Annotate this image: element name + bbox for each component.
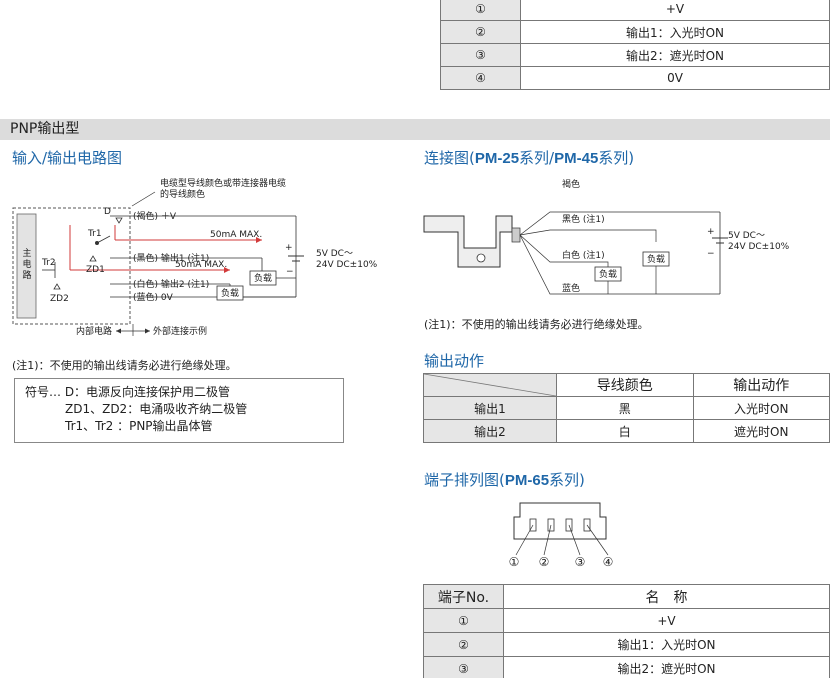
io-circuit-diagram: 电缆型导线颜色或带连接器电缆 的导线颜色 主电路 D Tr1 Tr2 ZD1 Z… bbox=[12, 177, 378, 337]
supply-line1: 5V DC～ bbox=[316, 249, 353, 259]
connection-heading: 连接图(PM-25系列/PM-45系列) bbox=[424, 149, 635, 167]
pin-number: ② bbox=[440, 20, 521, 44]
tr2-label: Tr2 bbox=[41, 258, 56, 268]
pin-name: +V bbox=[520, 0, 830, 21]
header-output-action: 输出动作 bbox=[692, 373, 830, 397]
legend-row-2: ZD1、ZD2：电涌吸收齐纳二极管 bbox=[65, 402, 248, 416]
pin-number: ④ bbox=[440, 66, 521, 90]
section-title-bar: PNP输出型 bbox=[0, 119, 830, 140]
load1-label: 负载 bbox=[254, 272, 272, 284]
terminal-heading: 端子排列图(PM-65系列) bbox=[424, 471, 585, 489]
legend-row-1: 符号… D：电源反向连接保护用二极管 bbox=[25, 385, 231, 399]
io-circuit-heading: 输入/输出电路图 bbox=[12, 149, 123, 167]
row-color: 黑 bbox=[556, 396, 694, 420]
table-row: 输出2 白 遮光时ON bbox=[423, 419, 830, 443]
max1-label: 50mA MAX. bbox=[210, 230, 262, 240]
terminal-pin-4: ④ bbox=[603, 555, 614, 569]
table-header-row: 端子No. 名 称 bbox=[423, 584, 830, 609]
tr1-label: Tr1 bbox=[87, 229, 102, 239]
svg-text:+: + bbox=[707, 227, 715, 237]
row-action: 入光时ON bbox=[692, 396, 830, 420]
pin-name: 输出1：入光时ON bbox=[520, 20, 830, 44]
wire-white-label: (白色) 输出2 (注1) bbox=[133, 278, 209, 290]
wire-black-label: (黑色) 输出1 (注1) bbox=[133, 252, 209, 264]
external-label: 外部连接示例 bbox=[153, 325, 207, 337]
table-row: ①+V bbox=[423, 608, 830, 633]
conn-wire-white: 白色 (注1) bbox=[562, 249, 605, 261]
sensor-body bbox=[423, 215, 513, 268]
pin-number: ① bbox=[423, 608, 504, 633]
header-name: 名 称 bbox=[503, 584, 830, 609]
conn-wire-blue: 蓝色 bbox=[562, 282, 580, 294]
terminal-pin-3: ③ bbox=[575, 555, 586, 569]
terminal-pin-2: ② bbox=[539, 555, 550, 569]
conn-wire-black: 黑色 (注1) bbox=[562, 213, 605, 225]
svg-text:+: + bbox=[285, 243, 293, 253]
io-circuit-note: (注1)：不使用的输出线请务必进行绝缘处理。 bbox=[12, 359, 237, 372]
row-label: 输出1 bbox=[423, 396, 557, 420]
load2-label: 负载 bbox=[221, 287, 239, 299]
conn-wire-brown: 褐色 bbox=[562, 178, 580, 190]
conn-load1: 负载 bbox=[647, 253, 665, 265]
pin-name: 输出2：遮光时ON bbox=[520, 43, 830, 67]
cable-note-line2: 的导线颜色 bbox=[160, 188, 205, 200]
pin-name: +V bbox=[503, 608, 830, 633]
header-terminal-no: 端子No. bbox=[423, 584, 504, 609]
symbol-legend-box: 符号… D：电源反向连接保护用二极管 ZD1、ZD2：电涌吸收齐纳二极管 Tr1… bbox=[14, 378, 344, 443]
svg-text:−: − bbox=[286, 267, 294, 277]
conn-load2: 负载 bbox=[599, 268, 617, 280]
diode-d-label: D bbox=[104, 207, 111, 217]
zd2-label: ZD2 bbox=[50, 294, 69, 304]
svg-text:−: − bbox=[707, 249, 715, 259]
row-label: 输出2 bbox=[423, 419, 557, 443]
pin-number: ③ bbox=[440, 43, 521, 67]
terminal-connector-diagram: ① ② ③ ④ bbox=[509, 502, 614, 569]
zd1-label: ZD1 bbox=[86, 265, 105, 275]
table-row: ①+V bbox=[440, 0, 830, 21]
supply-line2: 24V DC±10% bbox=[316, 260, 378, 270]
output-action-table: 导线颜色 输出动作 输出1 黑 入光时ON 输出2 白 遮光时ON bbox=[423, 373, 830, 443]
wire-brown-label: (褐色) ＋V bbox=[133, 210, 177, 222]
wire-blue-label: (蓝色) 0V bbox=[133, 291, 174, 303]
pin-number: ③ bbox=[423, 656, 504, 678]
header-wire-color: 导线颜色 bbox=[556, 373, 694, 397]
row-action: 遮光时ON bbox=[692, 419, 830, 443]
conn-supply-line1: 5V DC～ bbox=[728, 231, 765, 241]
legend-row-3: Tr1、Tr2 ：PNP输出晶体管 bbox=[65, 419, 213, 433]
pin-name: 输出1：入光时ON bbox=[503, 632, 830, 657]
table-header-row: 导线颜色 输出动作 bbox=[423, 373, 830, 397]
conn-supply-line2: 24V DC±10% bbox=[728, 242, 790, 252]
table-row: 输出1 黑 入光时ON bbox=[423, 396, 830, 420]
internal-label: 内部电路 bbox=[76, 325, 112, 337]
pin-name: 0V bbox=[520, 66, 830, 90]
row-color: 白 bbox=[556, 419, 694, 443]
pin-number: ② bbox=[423, 632, 504, 657]
max2-label: 50mA MAX. bbox=[175, 260, 227, 270]
pin-number: ① bbox=[440, 0, 521, 21]
cable-note-line1: 电缆型导线颜色或带连接器电缆 bbox=[160, 177, 286, 189]
corner-cell bbox=[423, 373, 557, 397]
output-action-heading: 输出动作 bbox=[424, 352, 485, 370]
pin-name: 输出2：遮光时ON bbox=[503, 656, 830, 678]
connection-note: (注1)：不使用的输出线请务必进行绝缘处理。 bbox=[424, 318, 649, 331]
connection-diagram: 褐色 黑色 (注1) 白色 (注1) 蓝色 负载 负载 + − 5V DC～ 2… bbox=[423, 178, 790, 295]
main-circuit-label: 主电路 bbox=[22, 247, 31, 281]
terminal-pin-1: ① bbox=[509, 555, 520, 569]
